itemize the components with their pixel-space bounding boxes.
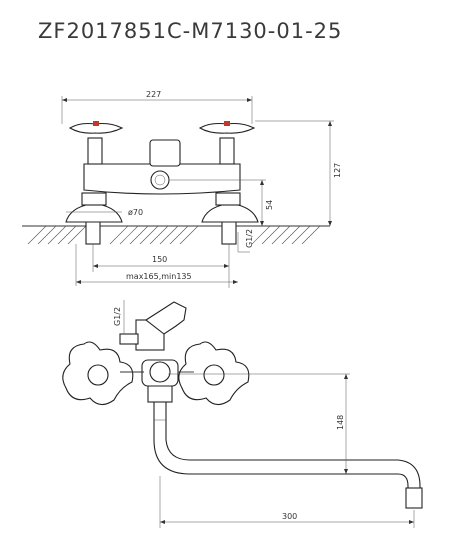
dim-thread-side: G1/2 (245, 229, 254, 248)
top-elevation: G1/2 148 300 (62, 300, 423, 528)
front-elevation: 227 127 54 ø70 G1/2 150 max165,min135 (22, 90, 342, 288)
wall-hatch (27, 225, 321, 245)
dim-thread-top: G1/2 (113, 307, 122, 326)
dim-spout-height: 148 (336, 415, 345, 430)
dim-base-height: 54 (265, 200, 274, 210)
dim-flange-diameter: ø70 (128, 208, 143, 217)
dim-center-distance: 150 (152, 255, 167, 264)
drawing-title: ZF2017851C-M7130-01-25 (38, 19, 342, 43)
dim-connector-range: max165,min135 (126, 272, 192, 281)
hot-indicator-left (93, 121, 99, 126)
dim-overall-height: 127 (333, 163, 342, 178)
dim-spout-reach: 300 (282, 512, 297, 521)
dim-overall-width: 227 (146, 90, 161, 99)
hot-indicator-right (224, 121, 230, 126)
